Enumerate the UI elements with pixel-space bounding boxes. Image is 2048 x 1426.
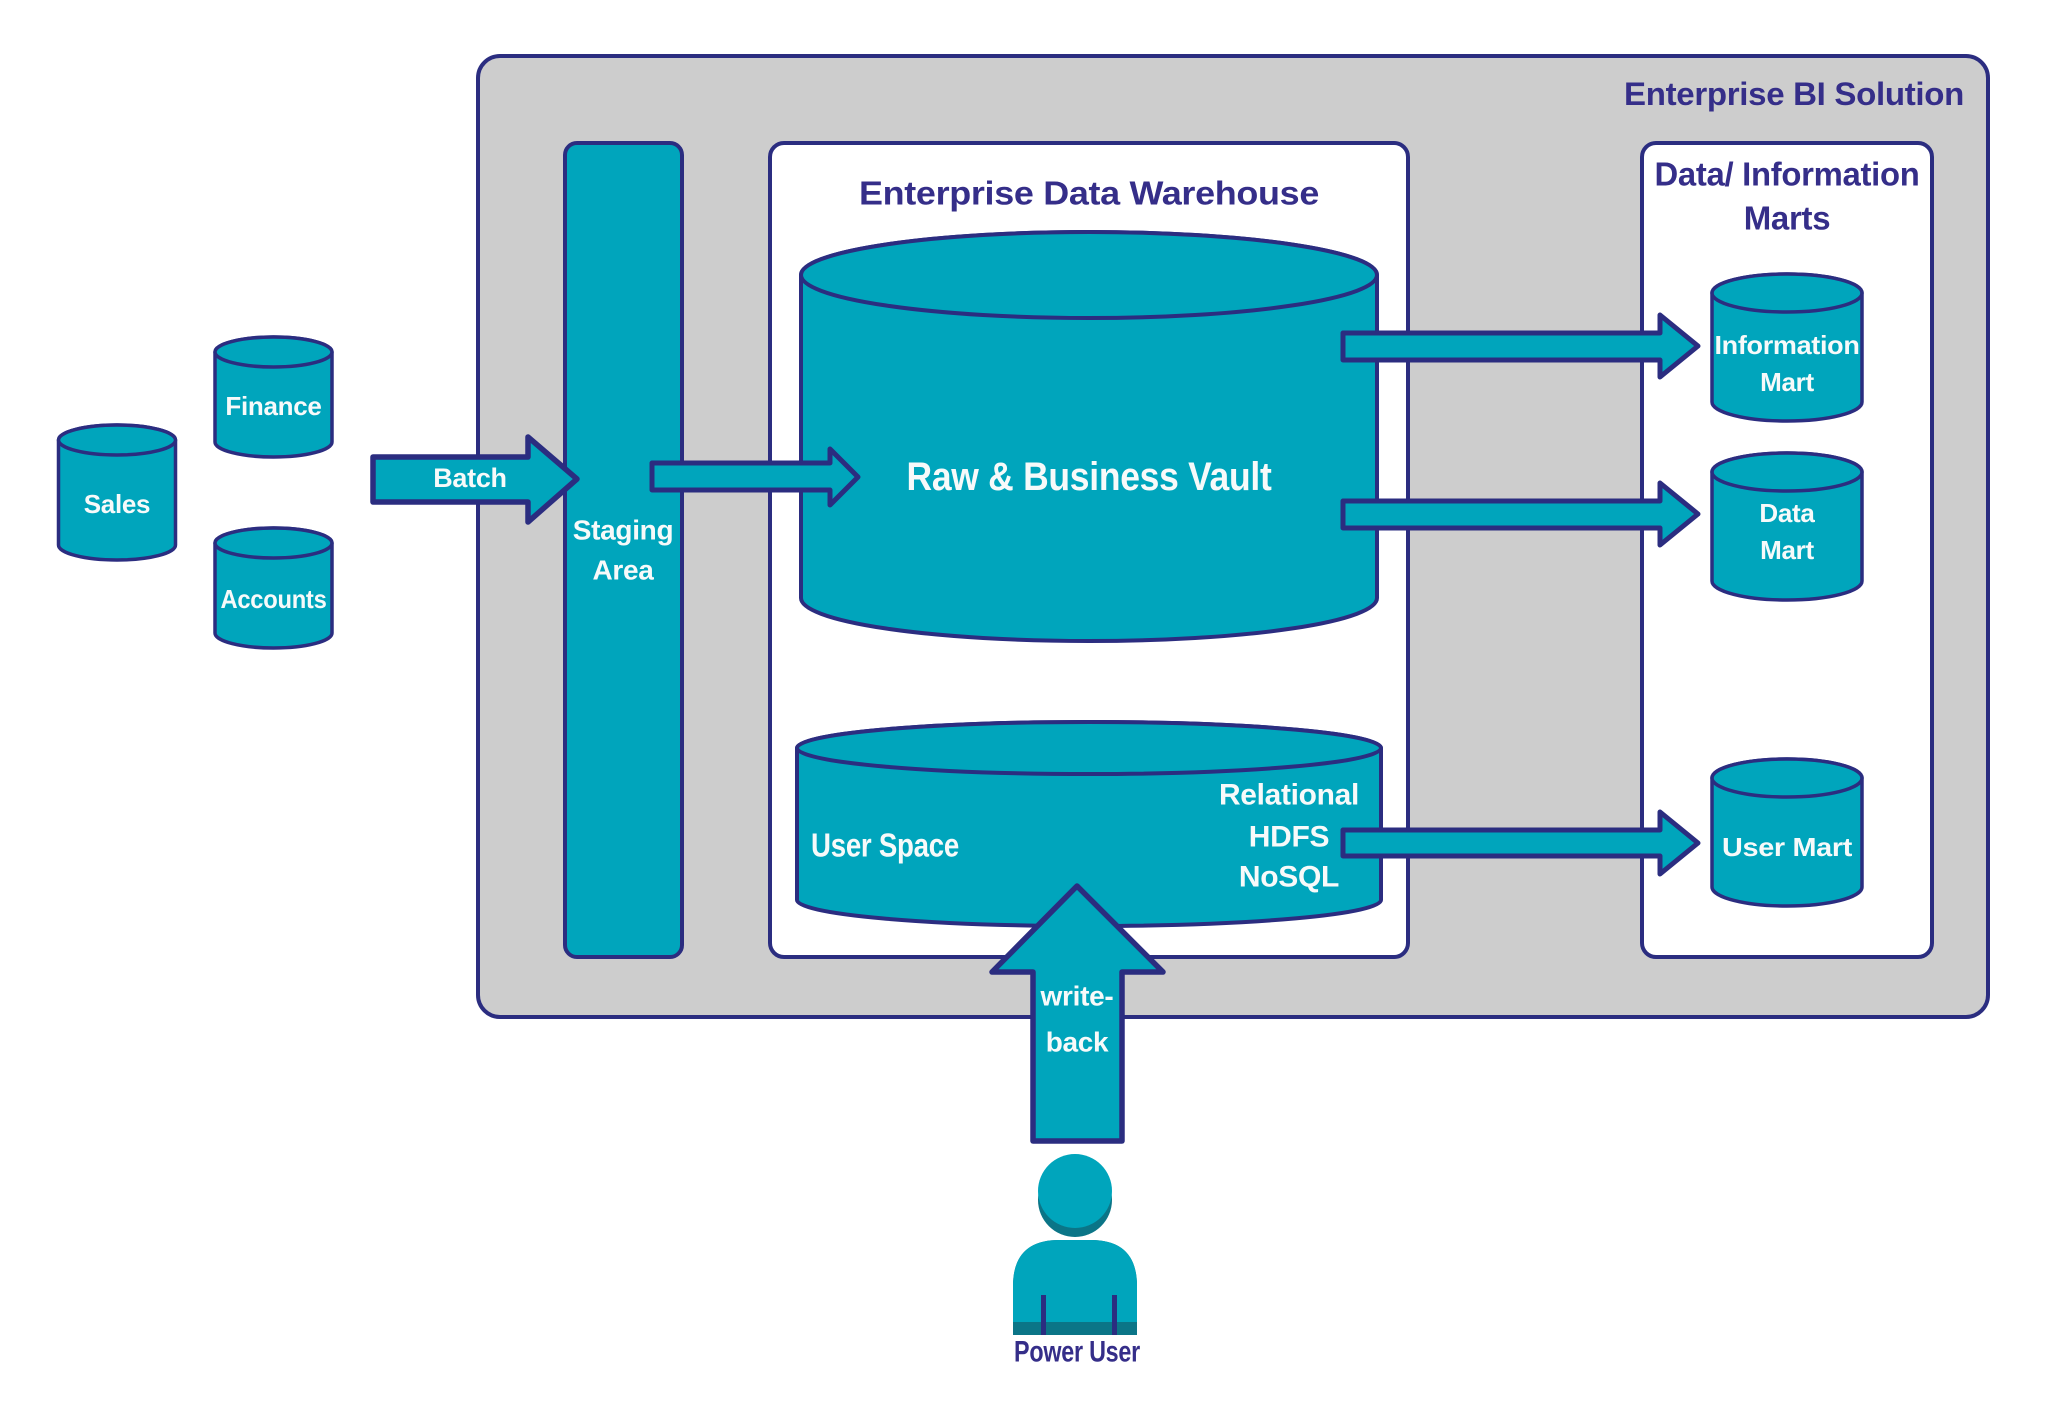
user-space-to-user-mart-arrow	[1340, 809, 1701, 877]
information-mart-cylinder: Information Mart	[1710, 272, 1864, 423]
information-mart-label-line2: Mart	[1760, 367, 1814, 397]
user-mart-cylinder: User Mart	[1710, 757, 1864, 908]
staging-area-bar	[563, 141, 684, 959]
information-mart-label-line1: Information	[1715, 330, 1860, 360]
warehouse-title: Enterprise Data Warehouse	[859, 175, 1319, 212]
staging-to-vault-arrow	[649, 446, 861, 508]
vault-to-information-mart-arrow	[1340, 312, 1701, 380]
power-user-label: Power User	[1014, 1336, 1140, 1369]
vault-label: Raw & Business Vault	[907, 455, 1272, 499]
writeback-label-line1: write-	[1040, 981, 1114, 1012]
power-user-icon	[1013, 1154, 1137, 1335]
accounts-label: Accounts	[221, 584, 327, 614]
user-space-cylinder: User Space Relational HDFS NoSQL	[795, 720, 1383, 928]
finance-label: Finance	[225, 391, 321, 421]
user-mart-label: User Mart	[1722, 832, 1853, 862]
tech-line-nosql: NoSQL	[1239, 861, 1339, 894]
marts-title-line1: Data/ Information	[1655, 156, 1920, 193]
source-cylinder-sales: Sales	[56, 423, 178, 562]
vault-to-data-mart-arrow	[1340, 480, 1701, 548]
vault-cylinder: Raw & Business Vault	[799, 230, 1379, 643]
sales-label: Sales	[84, 489, 150, 519]
source-cylinder-finance: Finance	[213, 335, 334, 459]
data-mart-label-line2: Mart	[1760, 535, 1814, 565]
staging-label-line2: Area	[592, 555, 654, 586]
tech-line-hdfs: HDFS	[1249, 821, 1329, 854]
batch-arrow: Batch	[370, 434, 580, 525]
user-space-label: User Space	[811, 827, 959, 864]
writeback-label-line2: back	[1046, 1027, 1109, 1058]
batch-arrow-label: Batch	[433, 463, 507, 493]
staging-label-line1: Staging	[573, 515, 674, 546]
source-cylinder-accounts: Accounts	[213, 526, 334, 650]
writeback-arrow: write- back	[989, 883, 1166, 1144]
marts-title-line2: Marts	[1744, 200, 1831, 237]
data-mart-label-line1: Data	[1759, 498, 1815, 528]
tech-line-relational: Relational	[1219, 779, 1359, 812]
data-mart-cylinder: Data Mart	[1710, 451, 1864, 602]
solution-title: Enterprise BI Solution	[1624, 76, 1964, 112]
